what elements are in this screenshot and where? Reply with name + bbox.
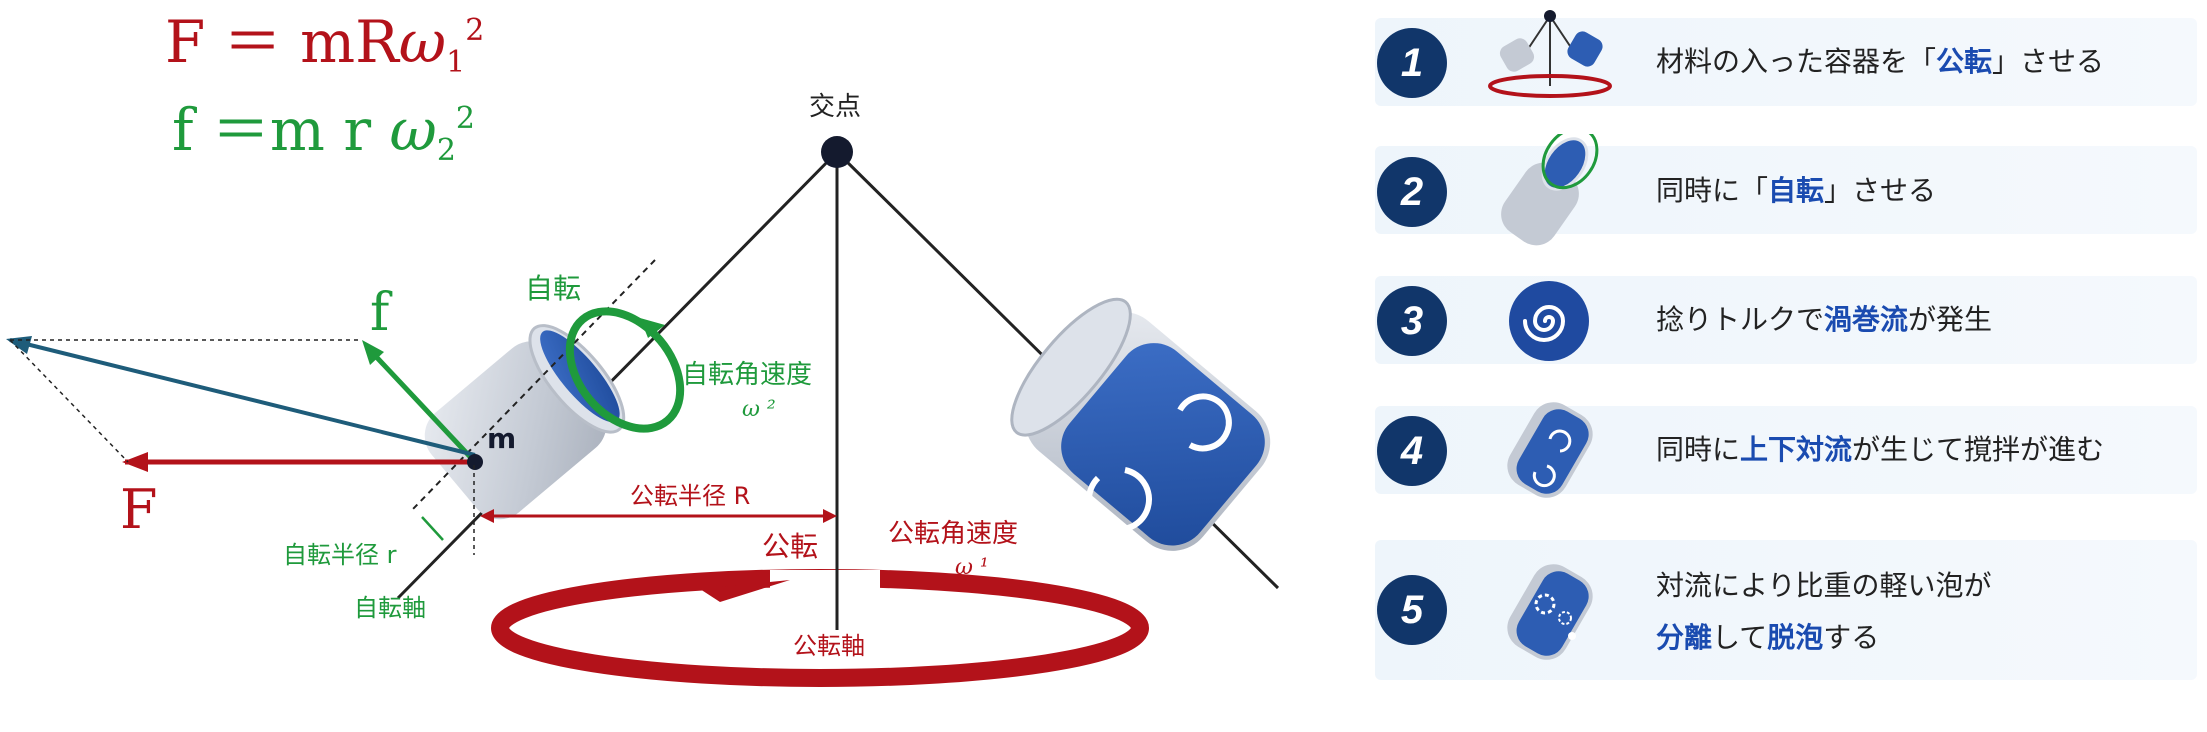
force-f-arrow [366, 346, 477, 464]
step-number-2: 2 [1377, 157, 1447, 227]
parallelogram-guides [9, 339, 360, 463]
revolution-label: 公転 [762, 530, 818, 563]
mass-point [467, 454, 483, 470]
step-number-1: 1 [1377, 28, 1447, 98]
revolution-axis-label: 公転軸 [793, 632, 865, 660]
revolution-radius-arrowhead-right [823, 509, 837, 523]
rotation-axis-label: 自転軸 [354, 594, 426, 622]
step-row-5 [1375, 540, 2197, 680]
mass-label: m [487, 422, 516, 455]
step-text-5-line2: 分離して脱泡する [1656, 621, 1880, 654]
rotation-speed-label: 自転角速度 [682, 360, 812, 390]
revolution-ring [491, 569, 1149, 687]
right-container [1010, 297, 1271, 551]
revolution-icon [1488, 10, 1612, 98]
left-container [424, 324, 626, 520]
resultant-arrowhead [6, 336, 32, 354]
mixer-diagram: F ＝ mRω12 f ＝m r ω22 交点 [6, 8, 1280, 687]
step-text-3: 捻りトルクで渦巻流が発生 [1656, 303, 1993, 336]
revolution-radius-arrowhead-left [480, 509, 494, 523]
intersection-label: 交点 [809, 92, 861, 122]
step-number-4: 4 [1377, 416, 1447, 486]
step-number-3: 3 [1377, 286, 1447, 356]
formula-f: f ＝m r ω22 [172, 96, 475, 168]
revolution-radius-label: 公転半径 R [630, 482, 750, 510]
step-text-1: 材料の入った容器を「公転」させる [1656, 45, 2105, 78]
rotation-radius-label: 自転半径 r [283, 541, 397, 569]
right-container-swirls [1086, 393, 1232, 533]
vortex-icon [1509, 281, 1589, 361]
rotation-speed-symbol: ω ² [742, 397, 776, 422]
revolution-speed-symbol: ω ¹ [955, 555, 989, 580]
bubble-separation-icon [1507, 564, 1593, 660]
force-F-label: F [120, 478, 157, 541]
force-F-arrowhead [122, 452, 148, 472]
resultant-arrow [9, 338, 476, 457]
rotation-label: 自転 [525, 272, 581, 305]
step-text-5-line1: 対流により比重の軽い泡が [1656, 569, 1992, 602]
rotation-arrow [565, 307, 685, 433]
step-row-4 [1375, 406, 2197, 494]
revolution-speed-label: 公転角速度 [888, 519, 1018, 549]
step-number-5: 5 [1377, 575, 1447, 645]
step-text-2: 同時に「自転」させる [1656, 174, 1937, 207]
intersection-point [821, 136, 853, 168]
convection-icon [1507, 402, 1593, 498]
rotation-radius-arrow [421, 516, 444, 541]
formula-F: F ＝ mRω12 [165, 8, 484, 80]
step-text-4: 同時に上下対流が生じて撹拌が進む [1656, 433, 2105, 466]
force-f-arrowhead [362, 340, 384, 365]
left-rotation-axis-dashed [411, 259, 656, 511]
force-f-label: f [370, 283, 393, 343]
rotation-icon [1501, 134, 1599, 246]
